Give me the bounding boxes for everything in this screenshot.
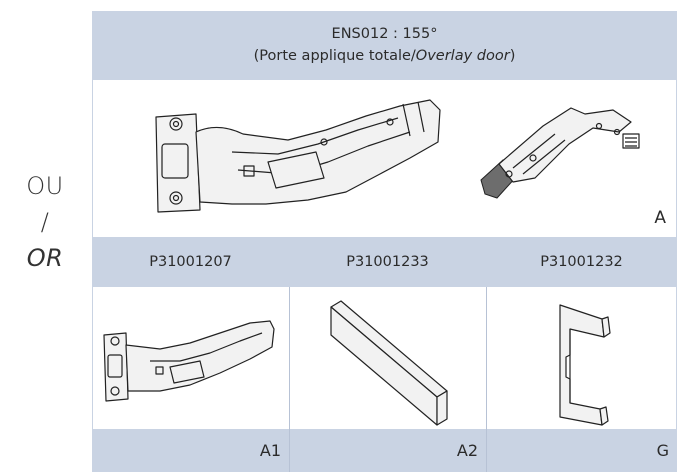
left-edge <box>92 287 93 429</box>
cover-plate-icon <box>330 300 448 426</box>
title-line-1: ENS012 : 155° <box>331 26 438 42</box>
assembly-label-a: A <box>654 208 666 228</box>
hinge-small-icon <box>480 107 640 199</box>
part-image-2 <box>289 287 486 429</box>
column-divider-2 <box>486 287 487 472</box>
part-code-2: P31001233 <box>289 237 486 287</box>
part-code-3: P31001232 <box>486 237 677 287</box>
column-divider-1 <box>289 287 290 472</box>
or-slash: / <box>40 208 50 236</box>
part-label-1: A1 <box>92 429 289 472</box>
part-code-1: P31001207 <box>92 237 289 287</box>
part-label-2: A2 <box>290 429 486 472</box>
or-label-fr: OU <box>26 172 64 200</box>
clip-cover-icon <box>559 304 611 426</box>
or-label-en: OR <box>26 244 64 272</box>
hinge-spec-table: ENS012 : 155° (Porte applique totale/Ove… <box>92 11 677 472</box>
hinge-assembly-icon <box>155 99 441 213</box>
part-image-3 <box>486 287 677 429</box>
title-italic: Overlay door <box>415 48 510 64</box>
hinge-icon <box>103 320 275 402</box>
title-line-2: (Porte applique totale/Overlay door) <box>253 48 516 64</box>
part-label-3: G <box>487 429 677 472</box>
assembly-image-row: A <box>92 80 677 237</box>
table-title: ENS012 : 155° (Porte applique totale/Ove… <box>92 11 677 80</box>
part-image-1 <box>92 287 289 429</box>
